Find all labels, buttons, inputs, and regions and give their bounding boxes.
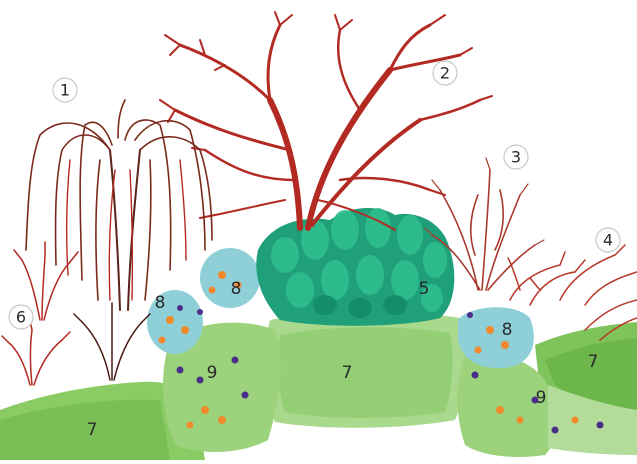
label-8-top: 8: [231, 279, 242, 299]
callout-4-text: 4: [603, 231, 613, 250]
callout-4: 4: [596, 228, 620, 252]
label-9-left: 9: [207, 363, 218, 383]
callout-6-text: 6: [16, 308, 26, 327]
callout-6: 6: [9, 305, 33, 329]
label-9-right: 9: [536, 388, 547, 408]
tree-1-weeping-willow: [26, 100, 212, 310]
callout-3: 3: [504, 145, 528, 169]
label-8-left: 8: [155, 293, 166, 313]
label-7-right: 7: [588, 352, 599, 372]
label-5-conifer: 5: [419, 279, 430, 299]
callout-2-text: 2: [440, 64, 450, 83]
callout-1-text: 1: [60, 81, 70, 100]
label-7-left: 7: [87, 420, 98, 440]
conifer-shrub-5: [256, 208, 454, 326]
grass-bed-center: [265, 311, 467, 427]
shrub-6-dark: [74, 303, 150, 380]
label-7-center: 7: [342, 363, 353, 383]
callout-1: 1: [53, 78, 77, 102]
callout-3-text: 3: [511, 148, 521, 167]
callout-2: 2: [433, 61, 457, 85]
label-8-right: 8: [502, 320, 513, 340]
